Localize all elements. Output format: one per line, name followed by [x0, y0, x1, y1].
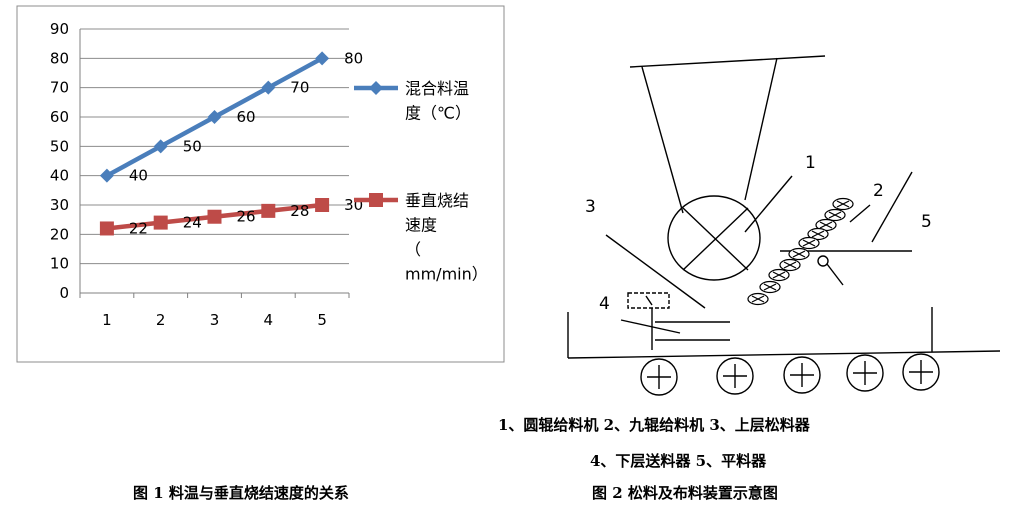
data-label: 24 [183, 214, 202, 232]
y-tick-label: 60 [50, 108, 69, 126]
roll-mark [836, 200, 850, 208]
data-point-temperature [99, 168, 114, 183]
legend-label: （ [405, 240, 421, 259]
temperature-speed-chart: 0 10 20 30 40 50 60 70 80 90 1 2 3 4 5 40 50 60 70 80 22 24… [16, 5, 505, 363]
roll-mark [783, 261, 797, 269]
data-point-temperature [261, 80, 276, 95]
roll-mark [802, 239, 816, 247]
label-4: 4 [599, 294, 610, 314]
pallet-floor [567, 350, 1001, 359]
hopper-top-edge [629, 55, 826, 68]
data-label: 26 [237, 208, 256, 226]
leader-4 [620, 319, 681, 334]
figure-1-caption: 图 1 料温与垂直烧结速度的关系 [133, 484, 349, 502]
y-tick-label: 50 [50, 137, 69, 155]
leader-2 [849, 204, 871, 223]
label-2: 2 [873, 181, 884, 201]
x-tick-label: 3 [210, 311, 220, 329]
leader-3 [605, 234, 706, 309]
data-point-speed [153, 215, 168, 230]
data-label: 22 [129, 219, 148, 237]
legend-label: 垂直烧结 [405, 191, 469, 210]
roll-mark [811, 230, 825, 238]
roll-mark [819, 221, 833, 229]
data-point-speed [261, 203, 276, 218]
roll-mark [792, 250, 806, 258]
x-tick-label: 4 [264, 311, 274, 329]
legend-marker-speed [369, 193, 383, 207]
pallet-wheels [640, 353, 940, 396]
label-5: 5 [921, 212, 932, 232]
y-tick-label: 30 [50, 196, 69, 214]
diagram-legend-line-2: 4、下层送料器 5、平料器 [590, 452, 767, 470]
legend-label: mm/min） [405, 265, 488, 284]
label-3: 3 [585, 197, 596, 217]
y-tick-labels: 0 10 20 30 40 50 60 70 80 90 [50, 20, 69, 302]
grid-lines [79, 28, 350, 298]
roll-mark [772, 271, 786, 279]
data-point-temperature [153, 139, 168, 154]
leader-5 [871, 171, 913, 243]
x-tick-label: 2 [156, 311, 166, 329]
roll-mark [751, 295, 765, 303]
data-label: 80 [344, 49, 363, 67]
data-point-temperature [207, 110, 222, 124]
data-point-temperature [315, 51, 330, 66]
legend-label: 度（℃） [405, 104, 471, 123]
x-tick-label: 5 [317, 311, 327, 329]
round-roll-feeder [667, 195, 761, 281]
x-tick-label: 1 [102, 311, 112, 329]
y-tick-label: 10 [50, 255, 69, 273]
data-label: 28 [290, 202, 309, 220]
leveler-pivot [817, 255, 829, 267]
data-label: 40 [129, 167, 148, 185]
feeding-device-diagram: 1 2 3 4 5 [567, 55, 1001, 396]
lower-feeder-mark [645, 295, 653, 306]
legend-label: 混合料温 [405, 79, 469, 98]
label-1: 1 [805, 153, 816, 173]
y-tick-label: 80 [50, 49, 69, 67]
chart-frame [16, 5, 505, 363]
lower-feeder-box [627, 292, 670, 309]
x-tick-labels: 1 2 3 4 5 [102, 311, 327, 329]
y-tick-label: 40 [50, 167, 69, 185]
diagram-legend-line-1: 1、圆辊给料机 2、九辊给料机 3、上层松料器 [498, 416, 810, 434]
nine-roll-feeder [747, 197, 854, 306]
data-point-speed [99, 221, 114, 236]
leveler-arm [826, 263, 844, 286]
hopper-left-side [641, 66, 684, 214]
legend-label: 速度 [405, 216, 437, 235]
data-label: 50 [183, 137, 202, 155]
roll-cross-b [682, 207, 749, 271]
y-tick-label: 20 [50, 225, 69, 243]
figure-2-caption: 图 2 松料及布料装置示意图 [592, 484, 778, 502]
data-label: 70 [290, 79, 309, 97]
data-label: 60 [237, 108, 256, 126]
legend-marker-temperature [369, 81, 383, 95]
leader-1 [744, 175, 793, 233]
data-point-speed [315, 198, 330, 212]
y-tick-label: 70 [50, 79, 69, 97]
y-tick-label: 0 [59, 284, 69, 302]
roll-mark [828, 211, 842, 219]
data-point-speed [207, 209, 222, 224]
roll-mark [763, 283, 777, 291]
y-tick-label: 90 [50, 20, 69, 38]
hopper-right-side [744, 57, 778, 201]
